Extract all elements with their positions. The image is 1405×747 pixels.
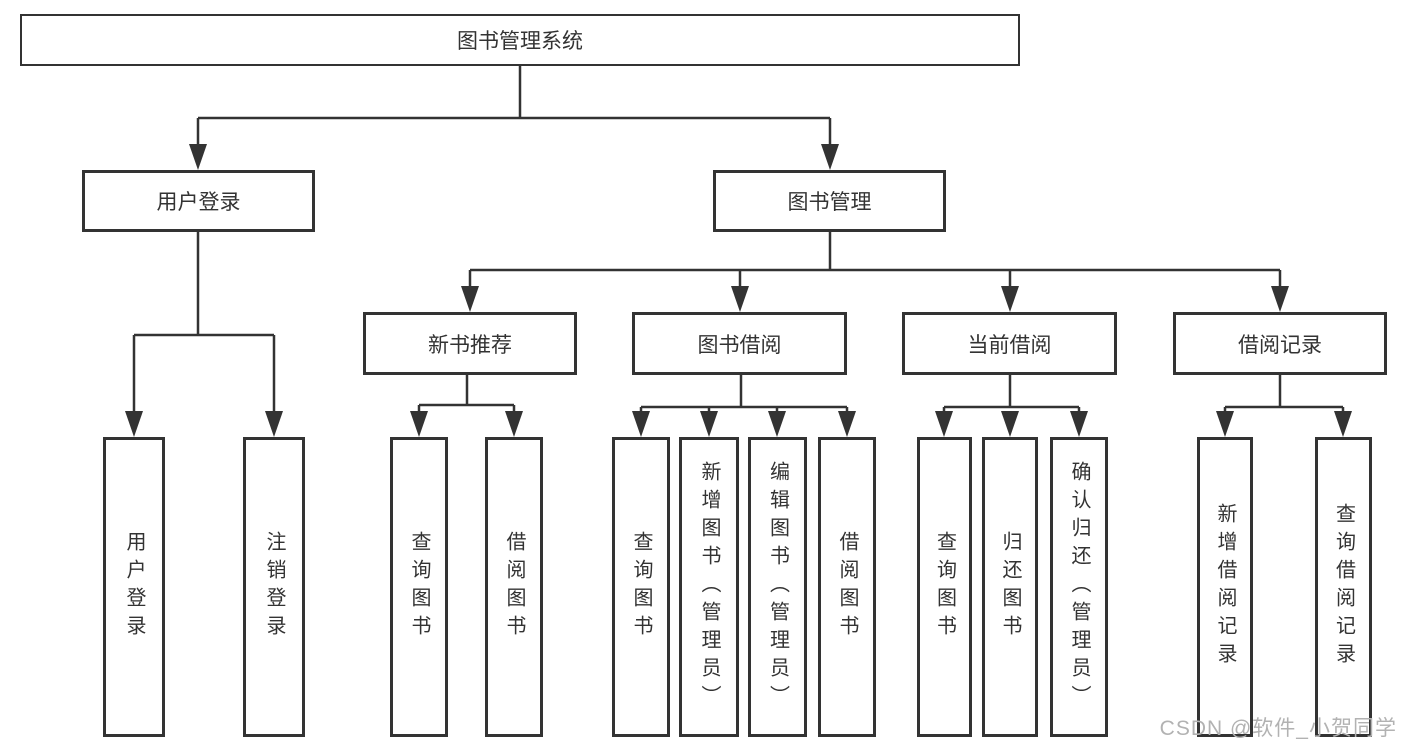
- leaf-borrow-edit-book-admin-label: 编辑图书（管理员）: [766, 461, 789, 713]
- leaf-logout: 注销登录: [243, 437, 305, 737]
- leaf-recommend-query-book: 查询图书: [390, 437, 448, 737]
- leaf-borrow-add-book-admin-label: 新增图书（管理员）: [698, 461, 720, 713]
- leaf-borrow-edit-book-admin: 编辑图书（管理员）: [748, 437, 807, 737]
- node-user-login-label: 用户登录: [156, 191, 241, 214]
- leaf-borrow-borrow-book-label: 借阅图书: [836, 531, 858, 643]
- leaf-current-query-book: 查询图书: [917, 437, 972, 737]
- leaf-current-return-book: 归还图书: [982, 437, 1038, 737]
- leaf-borrow-query-book-label: 查询图书: [630, 531, 652, 643]
- leaf-current-query-book-label: 查询图书: [933, 531, 956, 643]
- leaf-user-login: 用户登录: [103, 437, 165, 737]
- leaf-recommend-borrow-book: 借阅图书: [485, 437, 543, 737]
- node-library-system: 图书管理系统: [20, 14, 1020, 66]
- node-current-borrow-label: 当前借阅: [967, 333, 1052, 357]
- leaf-borrow-add-book-admin: 新增图书（管理员）: [679, 437, 739, 737]
- leaf-records-query-borrow-record: 查询借阅记录: [1315, 437, 1372, 737]
- leaf-recommend-borrow-book-label: 借阅图书: [503, 531, 525, 643]
- leaf-records-query-borrow-record-label: 查询借阅记录: [1332, 503, 1355, 671]
- leaf-current-confirm-return-admin-label: 确认归还（管理员）: [1068, 461, 1090, 713]
- node-book-borrow: 图书借阅: [632, 312, 847, 375]
- leaf-user-login-label: 用户登录: [123, 531, 145, 643]
- node-current-borrow: 当前借阅: [902, 312, 1117, 375]
- csdn-watermark: CSDN @软件_小贺同学: [1159, 717, 1397, 740]
- node-user-login: 用户登录: [82, 170, 315, 232]
- leaf-borrow-query-book: 查询图书: [612, 437, 670, 737]
- leaf-recommend-query-book-label: 查询图书: [408, 531, 430, 643]
- leaf-records-add-borrow-record-label: 新增借阅记录: [1214, 503, 1236, 671]
- node-new-book-recommend-label: 新书推荐: [428, 333, 512, 357]
- leaf-records-add-borrow-record: 新增借阅记录: [1197, 437, 1253, 737]
- leaf-current-return-book-label: 归还图书: [999, 531, 1021, 643]
- node-library-system-label: 图书管理系统: [457, 30, 583, 53]
- node-new-book-recommend: 新书推荐: [363, 312, 577, 375]
- node-borrow-record-label: 借阅记录: [1238, 333, 1322, 357]
- node-book-borrow-label: 图书借阅: [697, 333, 782, 357]
- leaf-logout-label: 注销登录: [263, 531, 285, 643]
- leaf-current-confirm-return-admin: 确认归还（管理员）: [1050, 437, 1108, 737]
- node-book-management-label: 图书管理: [787, 191, 872, 214]
- node-borrow-record: 借阅记录: [1173, 312, 1387, 375]
- leaf-borrow-borrow-book: 借阅图书: [818, 437, 876, 737]
- node-book-management: 图书管理: [713, 170, 946, 232]
